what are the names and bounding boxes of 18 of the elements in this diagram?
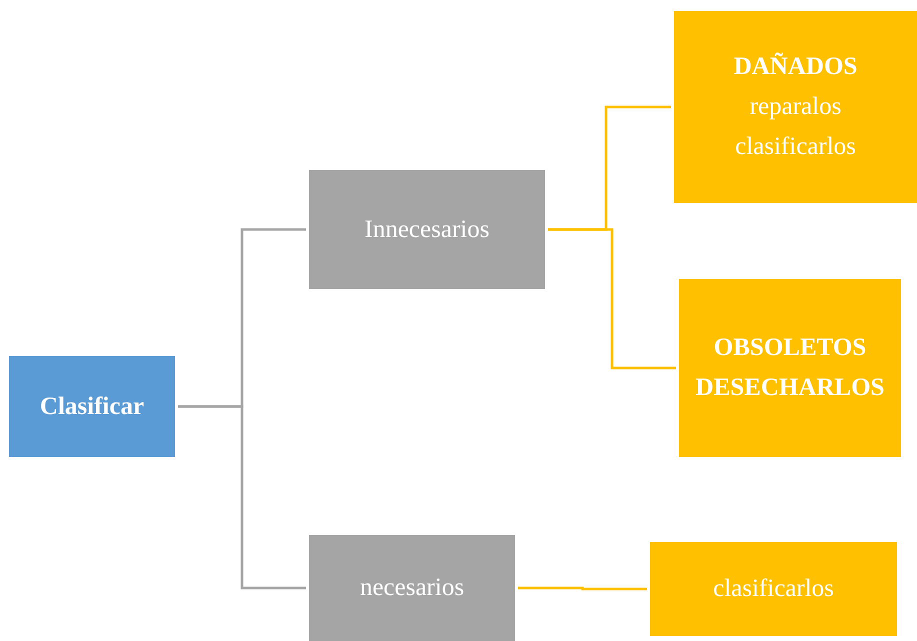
box-label: OBSOLETOS bbox=[714, 333, 866, 363]
category-box bbox=[679, 279, 901, 457]
connector-line bbox=[548, 228, 676, 370]
category-box bbox=[674, 11, 917, 203]
box-label: Clasificar bbox=[40, 392, 144, 422]
box-label: Innecesarios bbox=[364, 214, 490, 244]
box-label: necesarios bbox=[360, 573, 464, 603]
category-box bbox=[309, 535, 515, 641]
box-text: clasificarlos bbox=[735, 132, 856, 162]
box-text: reparalos bbox=[750, 92, 842, 122]
category-box bbox=[650, 542, 897, 636]
connector-line bbox=[518, 586, 647, 590]
category-box bbox=[309, 170, 545, 289]
connector-line bbox=[178, 405, 306, 590]
box-label: clasificarlos bbox=[713, 574, 834, 604]
box-text: DESECHARLOS bbox=[696, 373, 884, 403]
category-box bbox=[9, 356, 175, 457]
box-label: DAÑADOS bbox=[734, 52, 858, 82]
